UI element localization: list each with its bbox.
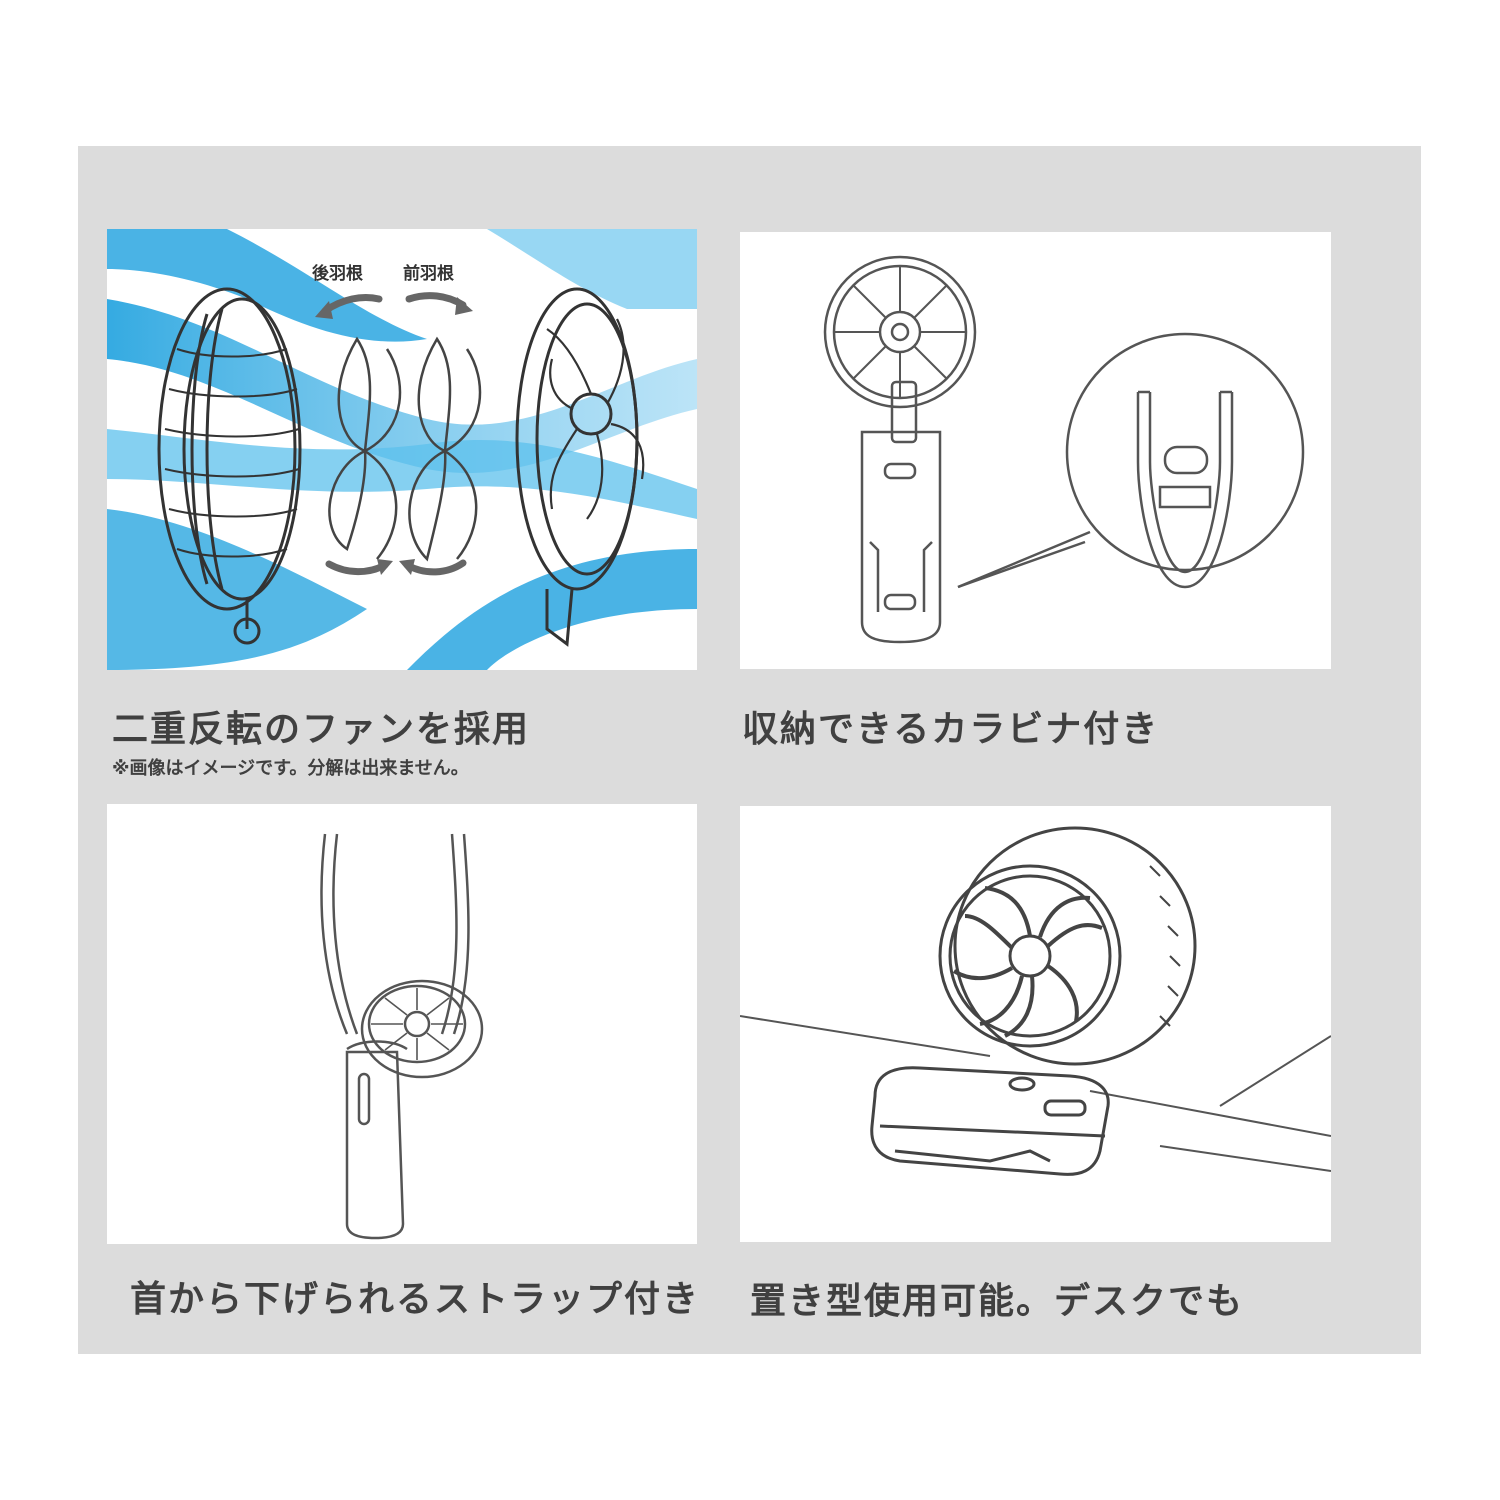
illustration-neck-strap — [107, 804, 697, 1244]
illustration-counter-rotating-fan: 後羽根 前羽根 — [107, 229, 697, 670]
rear-blade-label: 後羽根 — [312, 263, 363, 284]
feature-caption-desk-stand: 置き型使用可能。デスクでも — [750, 1281, 1245, 1322]
feature-note-disassembly: ※画像はイメージです。分解は出来ません。 — [112, 758, 469, 779]
feature-caption-neck-strap: 首から下げられるストラップ付き — [130, 1279, 701, 1320]
front-blade-label: 前羽根 — [403, 263, 454, 284]
feature-caption-counter-rotating: 二重反転のファンを採用 — [112, 709, 531, 750]
illustration-desk-stand — [740, 806, 1331, 1242]
illustration-carabiner — [740, 232, 1331, 669]
feature-caption-carabiner: 収納できるカラビナ付き — [742, 709, 1160, 750]
